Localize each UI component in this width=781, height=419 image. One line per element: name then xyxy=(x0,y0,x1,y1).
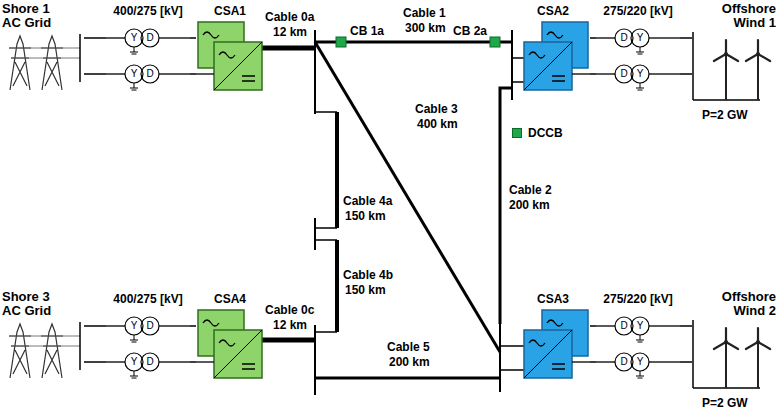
winding-letter: D xyxy=(144,31,156,45)
node-label: 275/220 [kV] xyxy=(596,292,680,306)
node-symbol xyxy=(516,292,590,388)
node-label: CSA1 xyxy=(196,4,264,18)
node-label: CSA3 xyxy=(516,292,590,306)
cable-label: CB 1a xyxy=(349,24,385,38)
node-symbol xyxy=(516,4,590,100)
winding-letter: D xyxy=(618,31,630,45)
cable-label: 150 km xyxy=(344,283,387,297)
winding-letter: Y xyxy=(128,355,140,369)
converter-station: CSA4 xyxy=(196,292,264,384)
winding-letter: D xyxy=(144,355,156,369)
cable-label: Cable 0a xyxy=(264,10,315,24)
cable-label: Cable 0c xyxy=(264,303,315,317)
cable-label: 400 km xyxy=(416,117,459,131)
node-label: 400/275 [kV] xyxy=(106,292,190,306)
cable-label: Cable 4a xyxy=(342,194,393,208)
cable-label: Cable 1 xyxy=(402,6,447,20)
legend-swatch xyxy=(512,128,522,138)
node-label: 275/220 [kV] xyxy=(596,4,680,18)
winding-letter: D xyxy=(618,355,630,369)
transformer-pair: 400/275 [kV]YDYD xyxy=(106,4,190,94)
winding-letter: Y xyxy=(128,31,140,45)
cable-label: 150 km xyxy=(344,209,387,223)
winding-letter: Y xyxy=(128,67,140,81)
ac-grid: Shore 1 AC Grid xyxy=(2,2,84,94)
legend-text: DCCB xyxy=(527,126,564,140)
node-label: Shore 1 AC Grid xyxy=(2,2,66,30)
winding-letter: Y xyxy=(634,67,646,81)
cable-label: CB 2a xyxy=(452,24,488,38)
cable-label: 200 km xyxy=(508,198,551,212)
transformer-pair: 275/220 [kV]DYDY xyxy=(596,292,680,382)
transformer-pair: 400/275 [kV]YDYD xyxy=(106,292,190,382)
ac-connection xyxy=(680,326,692,362)
cable-label: 300 km xyxy=(404,21,447,35)
winding-letter: D xyxy=(144,319,156,333)
winding-letter: Y xyxy=(634,319,646,333)
ac-connection xyxy=(680,38,692,74)
node-label: Shore 3 AC Grid xyxy=(2,290,66,318)
winding-letter: Y xyxy=(634,355,646,369)
transformer-pair: 275/220 [kV]DYDY xyxy=(596,4,680,94)
winding-letter: D xyxy=(144,67,156,81)
ac-grid: Shore 3 AC Grid xyxy=(2,290,84,382)
cable-label: Cable 5 xyxy=(386,340,431,354)
offshore-wind-farm: Offshore Wind 1 P=2 GW xyxy=(692,2,778,126)
winding-letter: D xyxy=(618,67,630,81)
cable-label: Cable 4b xyxy=(342,268,394,282)
offshore-wind-farm: Offshore Wind 2 P=2 GW xyxy=(692,290,778,414)
converter-station: CSA3 xyxy=(516,292,590,388)
converter-station: CSA2 xyxy=(516,4,590,100)
node-label: 400/275 [kV] xyxy=(106,4,190,18)
ac-connection xyxy=(84,38,106,74)
converter-station: CSA1 xyxy=(196,4,264,96)
cable-label: 12 km xyxy=(272,25,308,39)
ac-connection xyxy=(84,326,106,362)
node-label: P=2 GW xyxy=(702,396,776,410)
ac-connection xyxy=(190,38,196,74)
node-label: CSA4 xyxy=(196,292,264,306)
cable-label: 200 km xyxy=(388,355,431,369)
winding-letter: Y xyxy=(128,319,140,333)
ac-connection xyxy=(590,326,596,362)
ac-connection xyxy=(190,326,196,362)
node-label: Offshore Wind 2 xyxy=(712,290,776,318)
winding-letter: D xyxy=(618,319,630,333)
cable-label: 12 km xyxy=(272,318,308,332)
cable-label: Cable 3 xyxy=(414,102,459,116)
node-label: CSA2 xyxy=(516,4,590,18)
ac-connection xyxy=(590,38,596,74)
winding-letter: Y xyxy=(634,31,646,45)
node-label: P=2 GW xyxy=(702,108,776,122)
node-label: Offshore Wind 1 xyxy=(712,2,776,30)
cable-label: Cable 2 xyxy=(508,183,553,197)
